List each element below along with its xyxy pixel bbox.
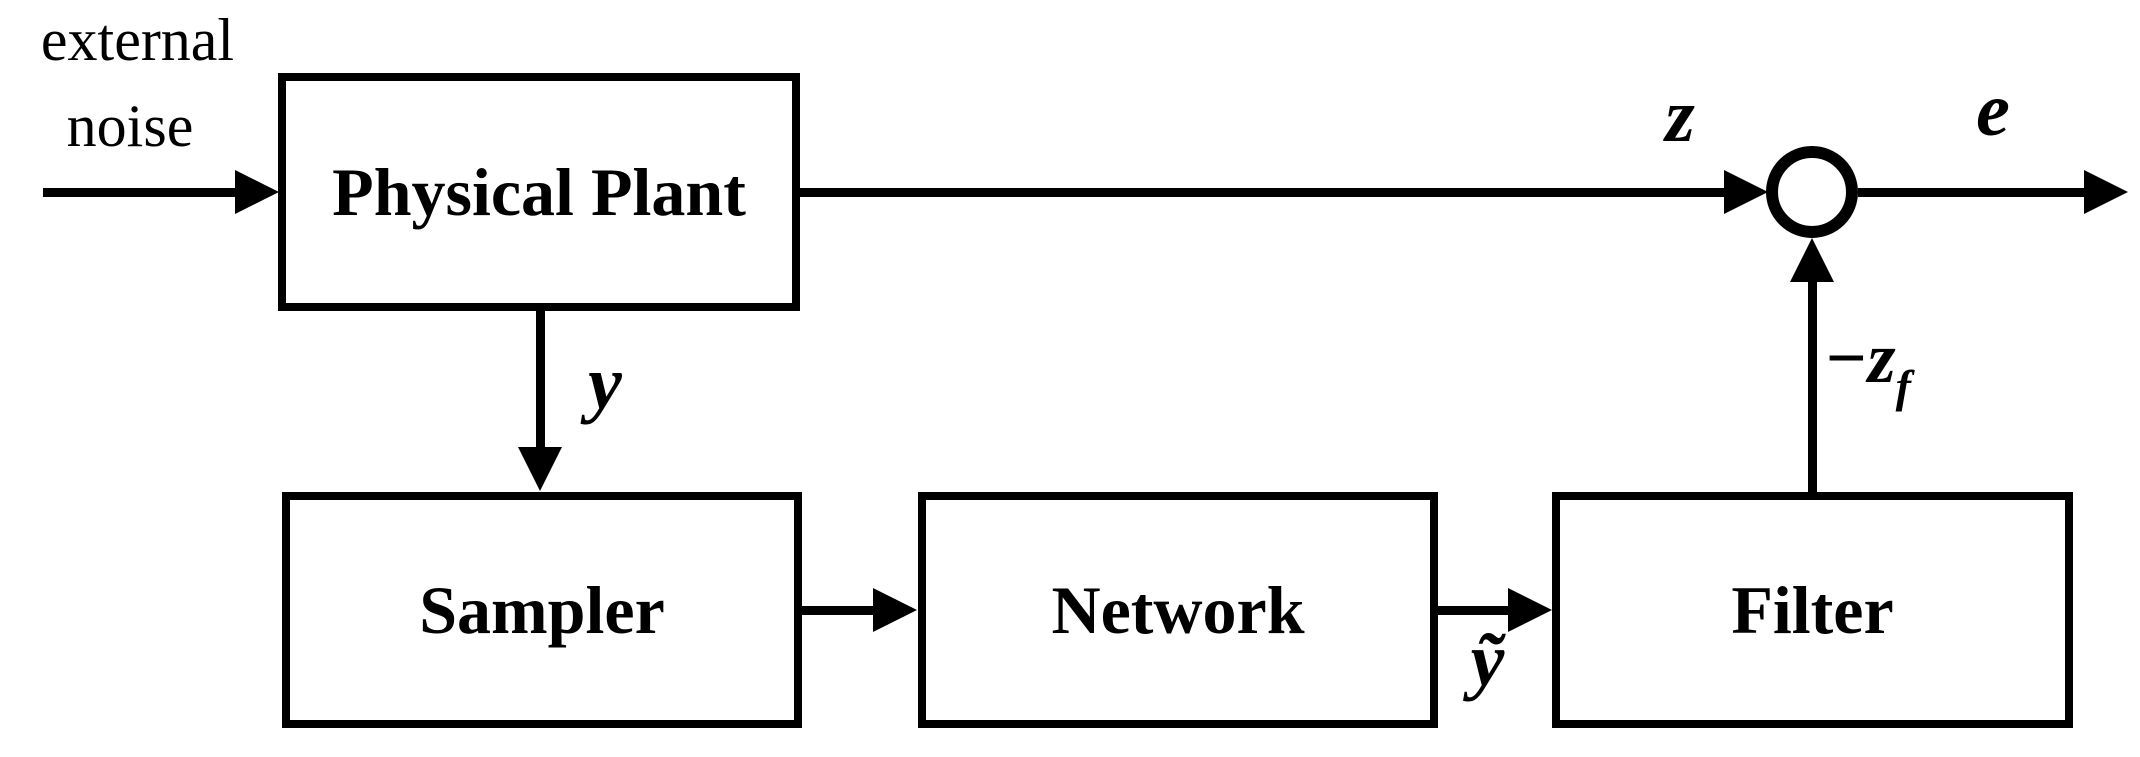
summation-junction-circle: [1766, 146, 1858, 238]
network-label: Network: [1051, 571, 1305, 648]
network-to-filter-line: [1438, 606, 1508, 615]
filter-block: Filter: [1552, 492, 2073, 728]
physical-plant-block: Physical Plant: [278, 73, 800, 311]
y-arrowhead-icon: [518, 447, 562, 491]
external-noise-label-line1: external: [40, 7, 235, 73]
minus-zf-subscript: f: [1895, 361, 1911, 412]
external-noise-arrow-line: [43, 188, 235, 197]
plant-to-junction-line: [800, 188, 1724, 197]
network-block: Network: [918, 492, 1438, 728]
plant-to-sampler-line: [536, 310, 545, 447]
sampler-to-network-arrowhead-icon: [873, 588, 917, 632]
z-arrowhead-icon: [1724, 170, 1768, 214]
sampler-label: Sampler: [419, 571, 665, 648]
junction-output-line: [1858, 188, 2084, 197]
signal-y-label: y: [588, 341, 622, 425]
signal-minus-zf-label: −zf: [1824, 322, 1994, 410]
sampler-block: Sampler: [282, 492, 802, 728]
external-noise-label-line2: noise: [66, 93, 194, 159]
physical-plant-label: Physical Plant: [332, 153, 746, 230]
e-arrowhead-icon: [2084, 170, 2128, 214]
signal-y-tilde-label: ỹ: [1470, 618, 1505, 702]
sampler-to-network-line: [802, 606, 873, 615]
feedback-arrowhead-icon: [1790, 238, 1834, 282]
external-noise-arrowhead-icon: [235, 170, 279, 214]
signal-z-label: z: [1665, 74, 1695, 158]
network-to-filter-arrowhead-icon: [1508, 588, 1552, 632]
minus-zf-base: −z: [1824, 318, 1896, 398]
filter-label: Filter: [1731, 571, 1894, 648]
filter-to-junction-line: [1808, 281, 1817, 492]
signal-e-label: e: [1976, 68, 2010, 152]
